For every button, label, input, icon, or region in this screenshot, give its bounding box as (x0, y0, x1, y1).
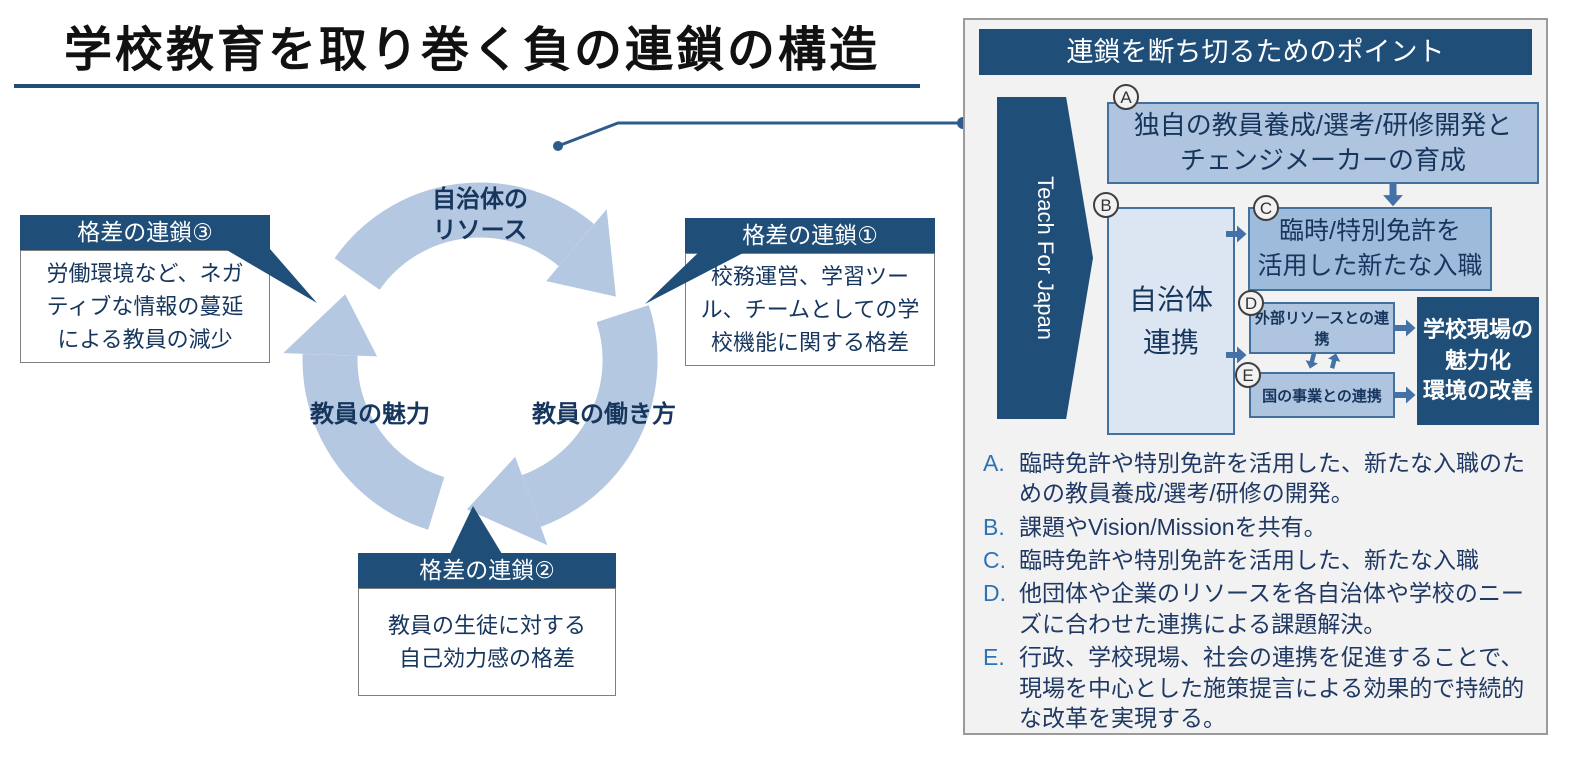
exchange-arrow-up-icon (1328, 353, 1341, 369)
right-panel: 連鎖を断ち切るためのポイント Teach For Japan 独自の教員養成/選… (963, 18, 1548, 735)
flow-box-d: 外部リソースとの連携 (1249, 302, 1395, 354)
flow-box-b: 自治体 連携 (1107, 207, 1235, 435)
cycle-arrowhead-top (546, 209, 616, 297)
arrow-right-icon (1226, 346, 1247, 364)
callout-chain-1-pointer (645, 252, 745, 304)
callout-chain-2-body: 教員の生徒に対する 自己効力感の格差 (358, 588, 616, 696)
note-d: D. 他団体や企業のリソースを各自治体や学校のニーズに合わせた連携による課題解決… (983, 578, 1535, 639)
callout-chain-1-title: 格差の連鎖① (685, 218, 935, 253)
exchange-arrow-down-icon (1305, 353, 1318, 369)
note-e-text: 行政、学校現場、社会の連携を促進することで、現場を中心とした施策提言による効果的… (1019, 644, 1525, 731)
callout-chain-3-pointer (225, 249, 317, 303)
panel-header: 連鎖を断ち切るためのポイント (979, 29, 1532, 75)
cycle-arc-top (334, 182, 595, 291)
flow-box-e: 国の事業との連携 (1249, 372, 1395, 418)
tag-circle-b: B (1093, 192, 1119, 218)
cycle-label-teacher-appeal: 教員の魅力 (310, 401, 430, 428)
note-d-text: 他団体や企業のリソースを各自治体や学校のニーズに合わせた連携による課題解決。 (1019, 580, 1524, 637)
arrow-down-icon (1383, 182, 1403, 207)
note-a-tag: A. (983, 450, 1005, 476)
note-d-tag: D. (983, 580, 1006, 607)
note-a-text: 臨時免許や特別免許を活用した、新たな入職のための教員養成/選考/研修の開発。 (1019, 450, 1525, 507)
flow-box-a: 独自の教員養成/選考/研修開発と チェンジメーカーの育成 (1107, 102, 1539, 184)
tfj-label: Teach For Japan (1033, 176, 1058, 340)
cycle-arrowhead-left (283, 294, 378, 357)
cycle-arc-left (302, 353, 445, 530)
note-c-text: 臨時免許や特別免許を活用した、新たな入職 (1019, 547, 1479, 574)
tfj-shape: Teach For Japan (997, 97, 1093, 419)
tag-circle-e: E (1235, 362, 1261, 388)
cycle-diagram (283, 182, 658, 546)
note-b-tag: B. (983, 513, 1005, 540)
cycle-arrowhead-right (466, 456, 548, 546)
cycle-label-municipal-resources: 自治体の リソース (432, 186, 528, 245)
cycle-arc-right (521, 305, 658, 527)
callout-chain-2-title: 格差の連鎖② (358, 553, 616, 588)
note-c: C. 臨時免許や特別免許を活用した、新たな入職 (983, 545, 1535, 575)
callout-chain-1: 格差の連鎖① 校務運営、学習ツー ル、チームとしての学 校機能に関する格差 (685, 218, 935, 366)
cycle-label-teacher-workstyle: 教員の働き方 (532, 401, 676, 428)
callout-chain-1-body: 校務運営、学習ツー ル、チームとしての学 校機能に関する格差 (685, 253, 935, 366)
title-underline (14, 84, 920, 88)
note-b-text: 課題やVision/Missionを共有。 (1019, 513, 1327, 540)
note-a: A. 臨時免許や特別免許を活用した、新たな入職のための教員養成/選考/研修の開発… (983, 448, 1535, 509)
note-e-tag: E. (983, 644, 1005, 671)
notes-list: A. 臨時免許や特別免許を活用した、新たな入職のための教員養成/選考/研修の開発… (983, 448, 1535, 736)
callout-chain-2: 格差の連鎖② 教員の生徒に対する 自己効力感の格差 (358, 553, 616, 696)
arrow-right-icon (1395, 319, 1416, 337)
note-b: B. 課題やVision/Missionを共有。 (983, 512, 1535, 542)
arrow-right-icon (1226, 225, 1247, 243)
tag-circle-a: A (1113, 84, 1139, 110)
note-c-tag: C. (983, 547, 1006, 574)
flow-box-c: 臨時/特別免許を 活用した新たな入職 (1248, 207, 1492, 291)
flow-box-outcome: 学校現場の 魅力化 環境の改善 (1417, 297, 1539, 425)
tag-circle-c: C (1253, 195, 1279, 221)
note-e: E. 行政、学校現場、社会の連携を促進することで、現場を中心とした施策提言による… (983, 642, 1535, 733)
callout-chain-3-title: 格差の連鎖③ (20, 215, 270, 250)
callout-chain-2-pointer (450, 506, 502, 554)
page-title: 学校教育を取り巻く負の連鎖の構造 (64, 24, 881, 77)
callout-chain-3: 格差の連鎖③ 労働環境など、ネガ ティブな情報の蔓延 による教員の減少 (20, 215, 270, 363)
callout-chain-3-body: 労働環境など、ネガ ティブな情報の蔓延 による教員の減少 (20, 250, 270, 363)
arrow-right-icon (1395, 386, 1416, 404)
tag-circle-d: D (1238, 290, 1264, 316)
